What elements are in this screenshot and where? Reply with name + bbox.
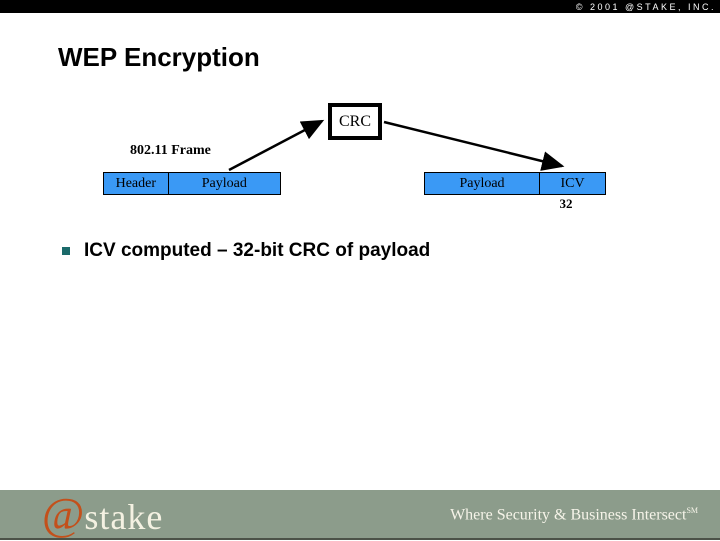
bullet-text: ICV computed – 32-bit CRC of payload [84, 240, 431, 261]
header-cell: Header [104, 173, 168, 194]
frame-80211: Header Payload [103, 172, 281, 195]
arrow-crc-to-icv [383, 120, 565, 171]
payload-cell-plain: Payload [167, 173, 280, 194]
crc-box: CRC [328, 103, 382, 140]
payload-cell-encrypted: Payload [425, 173, 539, 194]
tagline-text: Where Security & Business Intersect [450, 506, 687, 524]
company-tagline: Where Security & Business IntersectSM [450, 506, 698, 524]
frame-label: 802.11 Frame [130, 143, 211, 158]
logo-wordmark: stake [84, 497, 164, 537]
icv-bit-width-subscript: 32 [559, 196, 573, 211]
top-bar: © 2001 @STAKE, INC. [0, 0, 720, 13]
square-bullet-icon [62, 247, 70, 255]
at-symbol-icon: @ [42, 488, 85, 539]
footer-bar: @stake Where Security & Business Interse… [0, 490, 720, 540]
slide-title: WEP Encryption [58, 42, 260, 72]
arrow-payload-to-crc [228, 119, 325, 172]
icv-cell: ICV [539, 173, 605, 194]
crc-box-label: CRC [338, 112, 371, 130]
service-mark: SM [686, 506, 698, 515]
atstake-logo: @stake [42, 490, 163, 540]
frame-encrypted: Payload ICV [424, 172, 606, 195]
bullet-item: ICV computed – 32-bit CRC of payload [62, 240, 430, 262]
copyright-text: © 2001 @STAKE, INC. [575, 1, 716, 12]
